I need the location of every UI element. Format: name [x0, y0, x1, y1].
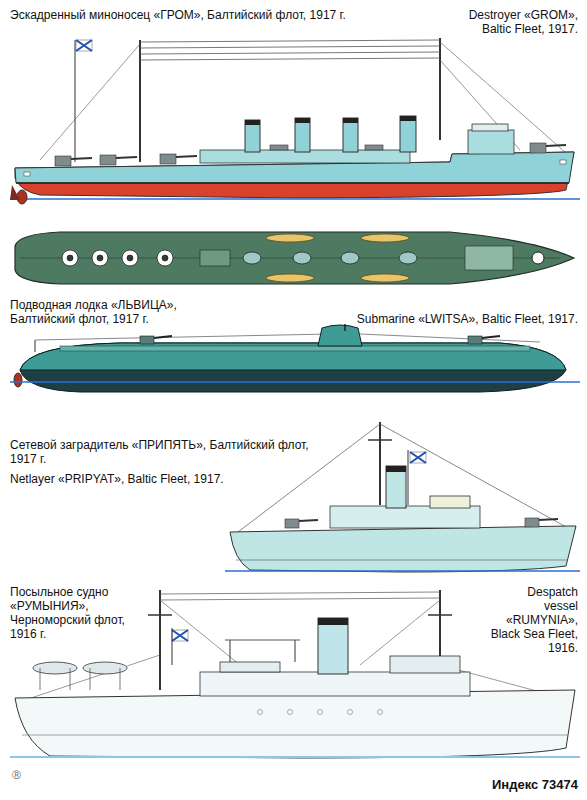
svg-text:Ⓡ: Ⓡ	[12, 770, 21, 780]
destroyer-plan	[15, 232, 574, 284]
ship-caption: Эскадренный миноносец «ГРОМ», Балтийский…	[10, 8, 390, 22]
ship-caption: Destroyer «GROM», Baltic Fleet, 1917.	[460, 8, 578, 36]
ship-caption: Despatch vessel «RUMYNIA», Black Sea Fle…	[490, 585, 578, 655]
ship-caption: Сетевой заградитель «ПРИПЯТЬ», Балтийски…	[10, 438, 320, 466]
index-number: Индекс 73474	[440, 778, 578, 792]
submarine-profile	[10, 324, 580, 392]
ship-caption: Netlayer «PRIPYAT», Baltic Fleet, 1917.	[10, 472, 260, 486]
destroyer-profile	[10, 38, 580, 204]
ship-caption: Подводная лодка «ЛЬВИЦА», Балтийский фло…	[10, 298, 240, 326]
ship-caption: Посыльное судно «РУМЫНИЯ», Черноморский …	[10, 585, 146, 641]
ship-caption: Submarine «LWITSA», Baltic Fleet, 1917.	[320, 312, 578, 326]
